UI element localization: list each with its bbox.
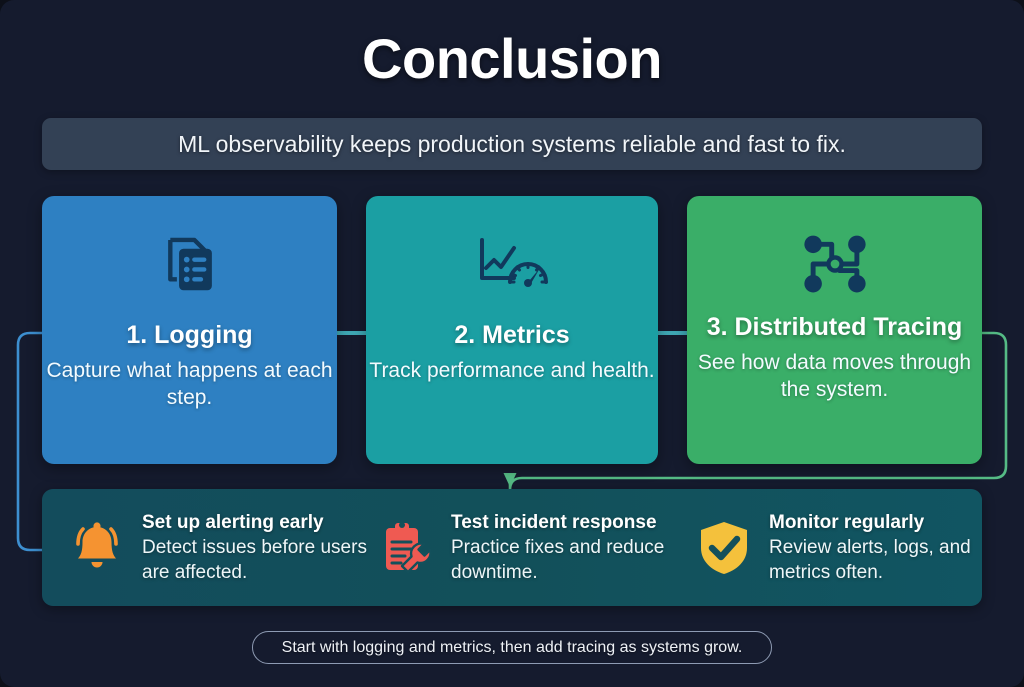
step-title: 1. Logging	[126, 321, 253, 349]
subtitle-text: ML observability keeps production system…	[178, 130, 846, 157]
footer-callout: Start with logging and metrics, then add…	[252, 631, 772, 664]
step-card-logging[interactable]: 1. Logging Capture what happens at each …	[42, 196, 337, 464]
footer-text: Start with logging and metrics, then add…	[281, 638, 743, 656]
step-card-metrics[interactable]: 2. Metrics Track performance and health.	[366, 196, 658, 464]
best-practices-bar: Set up alerting early Detect issues befo…	[42, 489, 982, 606]
practice-item-incident-response[interactable]: Test incident response Practice fixes an…	[367, 489, 687, 606]
practice-title: Test incident response	[451, 512, 657, 533]
step-description: Track performance and health.	[369, 359, 655, 382]
practice-description: Practice fixes and reduce downtime.	[451, 537, 665, 583]
node-graph-icon	[797, 222, 873, 306]
connector-right-arrowhead	[503, 473, 517, 487]
practice-title: Set up alerting early	[142, 512, 324, 533]
practice-item-alerting[interactable]: Set up alerting early Detect issues befo…	[42, 489, 367, 606]
shield-check-icon	[691, 515, 757, 581]
practice-description: Review alerts, logs, and metrics often.	[769, 537, 971, 583]
practice-description: Detect issues before users are affected.	[142, 537, 367, 583]
step-title: 3. Distributed Tracing	[706, 313, 963, 341]
page-title: Conclusion	[362, 27, 662, 90]
step-description: Capture what happens at each step.	[46, 359, 333, 409]
documents-list-icon	[155, 222, 225, 306]
bell-alert-icon	[64, 515, 130, 581]
step-card-distributed-tracing[interactable]: 3. Distributed Tracing See how data move…	[687, 196, 982, 464]
practice-title: Monitor regularly	[769, 512, 925, 533]
step-description: See how data moves through the system.	[697, 351, 972, 401]
clipboard-wrench-icon	[373, 515, 439, 581]
chart-gauge-icon	[470, 222, 554, 306]
subtitle-banner: ML observability keeps production system…	[42, 118, 982, 170]
step-title: 2. Metrics	[454, 321, 570, 349]
practice-item-monitoring[interactable]: Monitor regularly Review alerts, logs, a…	[687, 489, 982, 606]
